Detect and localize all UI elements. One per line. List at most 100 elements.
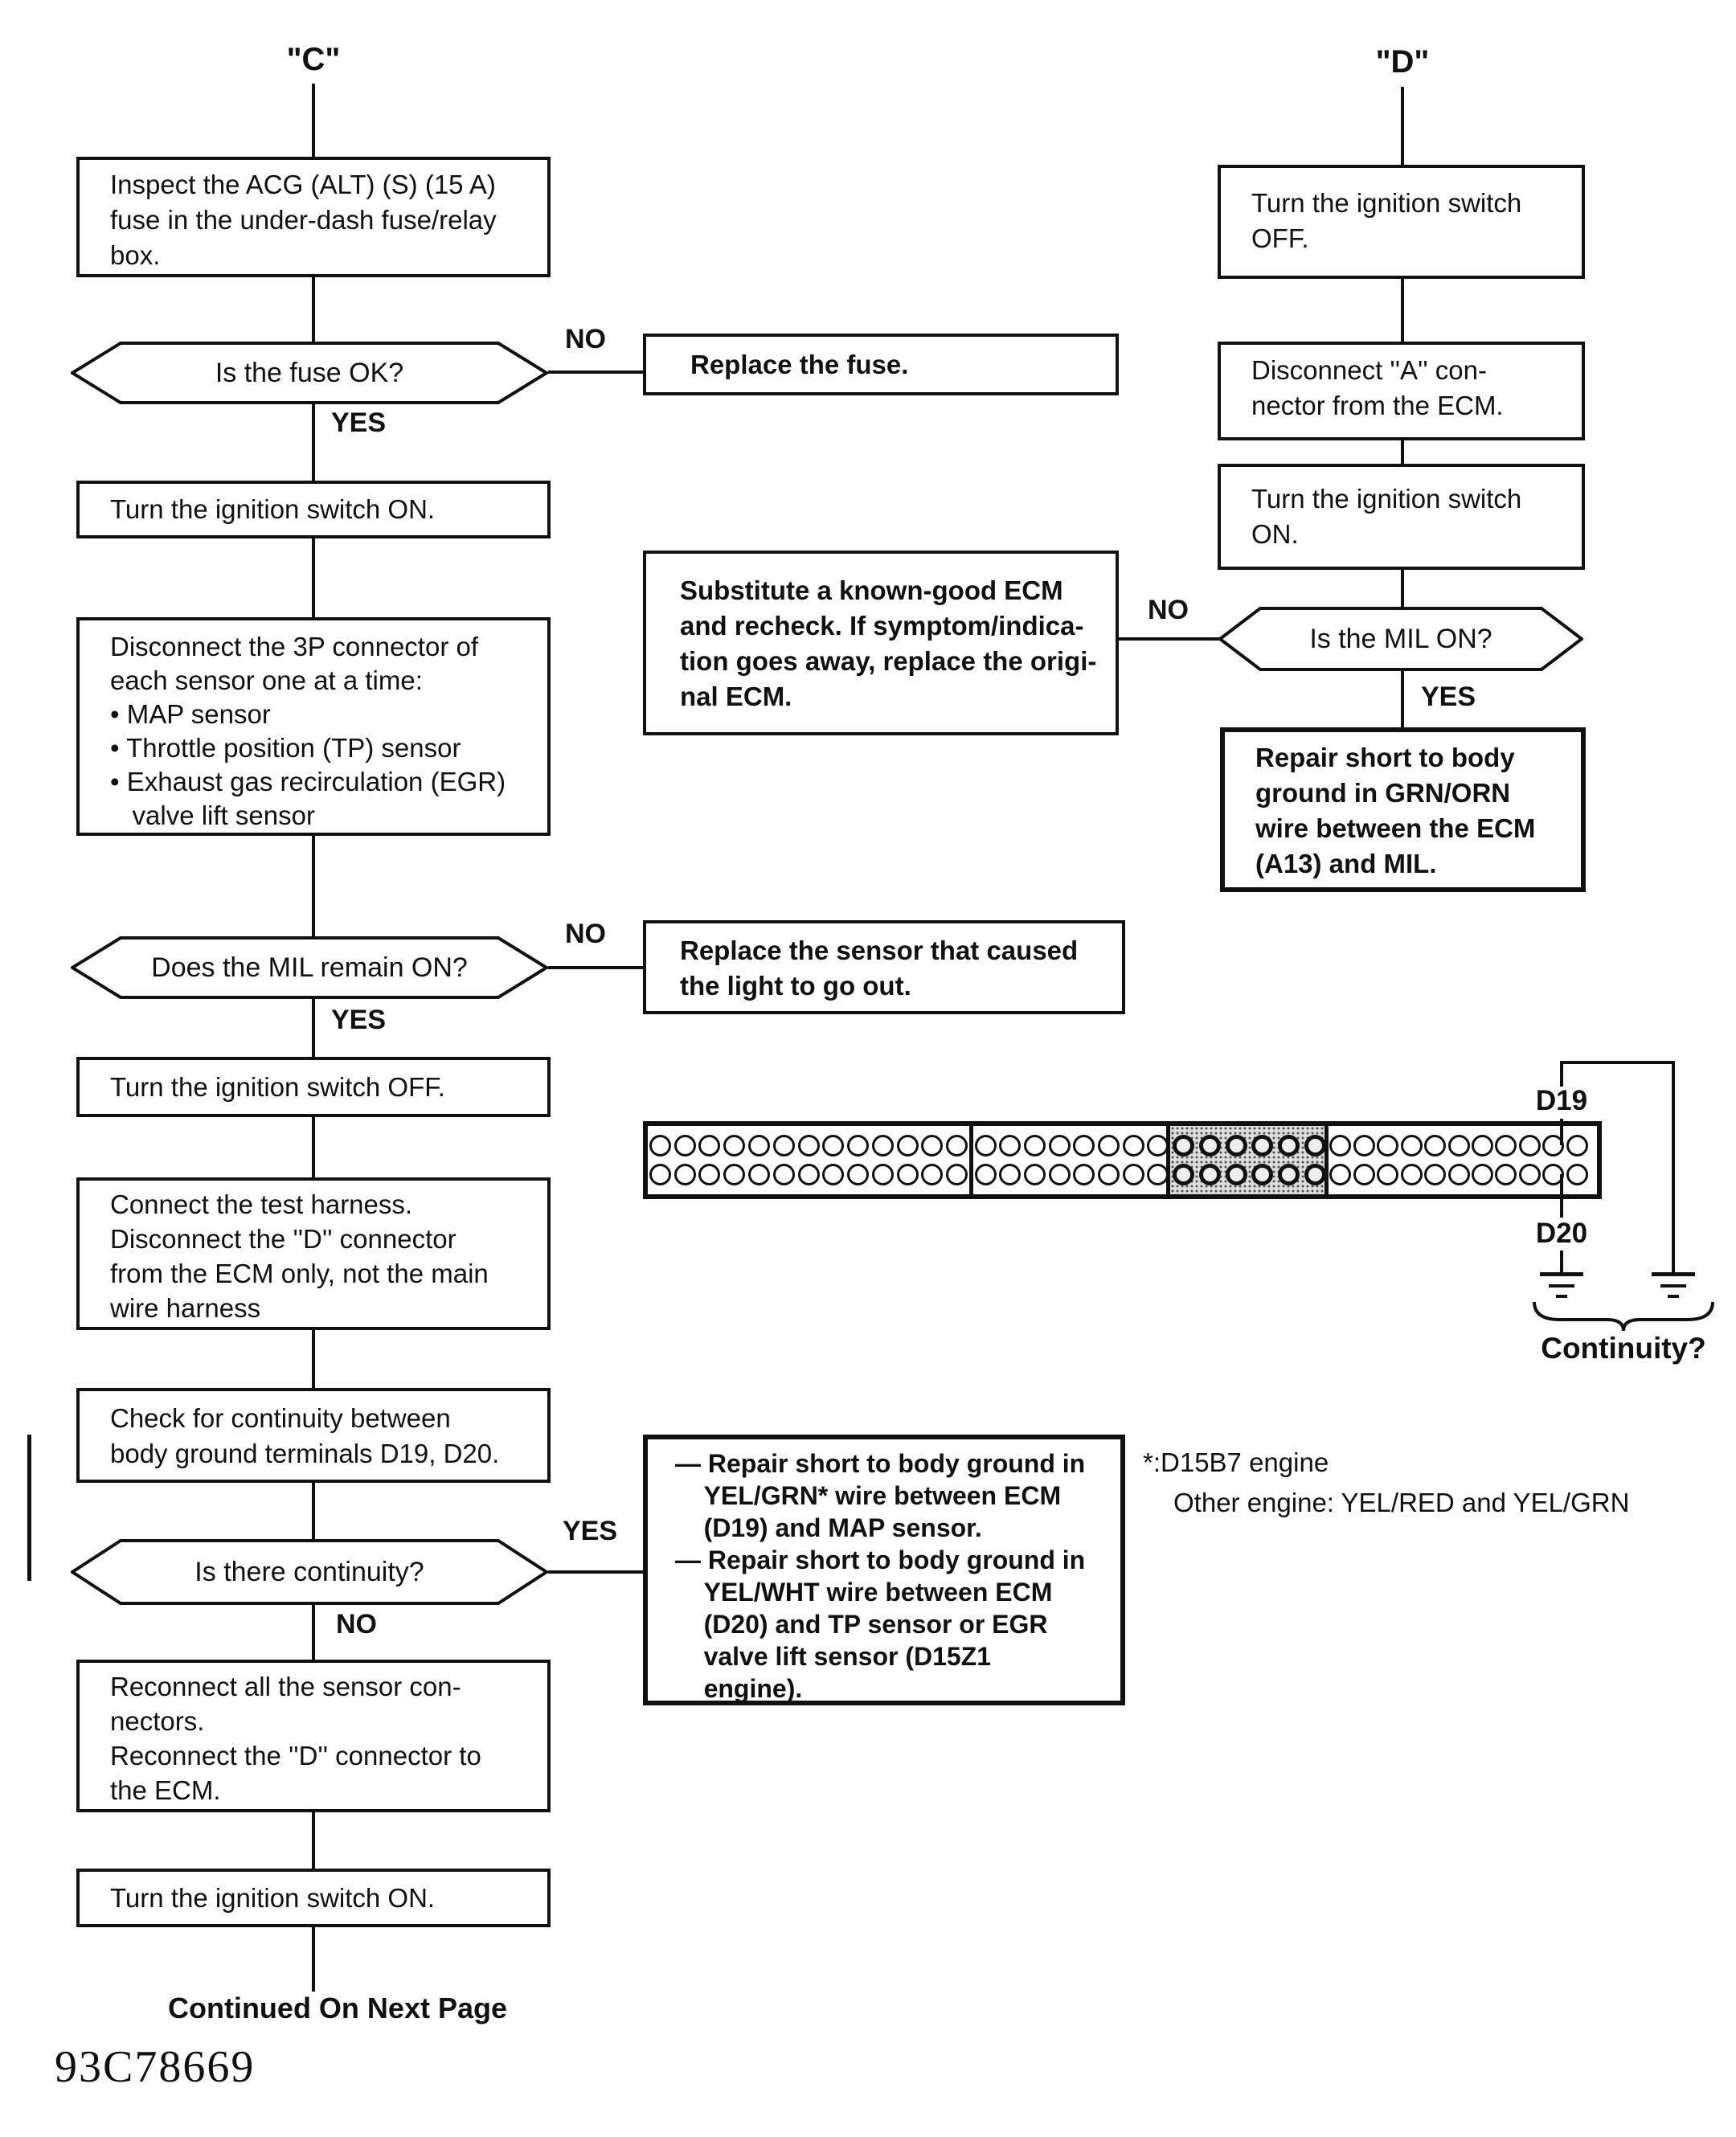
d19-wire bbox=[1560, 1119, 1563, 1145]
step-disconnect-a: Disconnect ''A'' con- nector from the EC… bbox=[1218, 342, 1585, 440]
branch-no-label: NO bbox=[565, 919, 606, 949]
branch-yes-label: YES bbox=[331, 1005, 387, 1035]
branch-yes-label: YES bbox=[331, 407, 387, 438]
connector-segment-highlighted bbox=[1166, 1126, 1327, 1194]
branch-yes-label: YES bbox=[1421, 682, 1476, 712]
connector-pin bbox=[1566, 1163, 1588, 1185]
connector-pin bbox=[896, 1134, 919, 1157]
connector-pin bbox=[1225, 1163, 1247, 1185]
flow-line bbox=[548, 370, 643, 374]
jumper-wire bbox=[1672, 1061, 1675, 1274]
connector-pin bbox=[723, 1163, 746, 1185]
flow-line bbox=[1401, 87, 1404, 165]
note-asterisk: *:D15B7 engine Other engine: YEL/RED and… bbox=[1143, 1447, 1630, 1517]
flow-line bbox=[1401, 671, 1404, 727]
connector-pin bbox=[1147, 1163, 1169, 1185]
connector-pin bbox=[822, 1134, 845, 1157]
connector-pin bbox=[1073, 1134, 1095, 1157]
step-ignition-off: Turn the ignition switch OFF. bbox=[76, 1057, 551, 1117]
flow-line bbox=[1119, 637, 1220, 641]
connector-pin bbox=[1304, 1134, 1327, 1157]
action-substitute-ecm: Substitute a known-good ECM and recheck.… bbox=[643, 551, 1119, 735]
decision-continuity: Is there continuity? bbox=[71, 1539, 548, 1605]
d19-wire bbox=[1560, 1062, 1563, 1087]
connector-pin bbox=[698, 1163, 721, 1185]
connector-pin bbox=[1400, 1134, 1423, 1157]
entry-label-c: ʺCʺ bbox=[286, 42, 341, 77]
hexagon-shape bbox=[1218, 607, 1583, 671]
connector-pin bbox=[921, 1163, 944, 1185]
flow-line bbox=[312, 1117, 315, 1177]
decision-mil-on: Is the MIL ON? bbox=[1218, 607, 1583, 671]
connector-pin bbox=[847, 1163, 870, 1185]
step-check-continuity: Check for continuity between body ground… bbox=[76, 1388, 551, 1483]
connector-pin bbox=[1377, 1163, 1399, 1185]
connector-pin bbox=[1225, 1134, 1247, 1157]
branch-no-label: NO bbox=[565, 324, 606, 354]
decision-label: Is the MIL ON? bbox=[1309, 623, 1492, 654]
connector-pin bbox=[1377, 1134, 1399, 1157]
flow-line bbox=[1401, 570, 1404, 607]
flow-line bbox=[312, 1812, 315, 1869]
connector-pin bbox=[1278, 1134, 1300, 1157]
connector-pin bbox=[974, 1134, 997, 1157]
flow-line bbox=[312, 1330, 315, 1388]
connector-pin bbox=[772, 1163, 795, 1185]
step-d-ignition-on: Turn the ignition switch ON. bbox=[1218, 464, 1585, 570]
flow-line bbox=[548, 966, 643, 969]
connector-pin bbox=[1424, 1134, 1447, 1157]
branch-no-label: NO bbox=[1148, 595, 1189, 625]
connector-pin bbox=[999, 1163, 1022, 1185]
d19-label: D19 bbox=[1535, 1085, 1588, 1116]
connector-segment bbox=[1325, 1126, 1588, 1194]
connector-pin bbox=[1329, 1134, 1352, 1157]
d20-wire bbox=[1560, 1174, 1563, 1218]
connector-pin bbox=[847, 1134, 870, 1157]
connector-pin bbox=[1495, 1163, 1517, 1185]
connector-pin bbox=[1329, 1163, 1352, 1185]
flow-line bbox=[548, 1570, 643, 1574]
branch-yes-label: YES bbox=[563, 1516, 618, 1546]
connector-pin bbox=[871, 1163, 894, 1185]
connector-pin bbox=[974, 1163, 997, 1185]
connector-pin bbox=[822, 1163, 845, 1185]
connector-pin bbox=[1304, 1163, 1327, 1185]
connector-pin bbox=[946, 1163, 968, 1185]
d20-label: D20 bbox=[1535, 1218, 1588, 1249]
connector-segment bbox=[969, 1126, 1169, 1194]
connector-pin bbox=[1447, 1163, 1470, 1185]
connector-segment bbox=[648, 1126, 969, 1194]
connector-pin bbox=[1024, 1134, 1046, 1157]
flow-line bbox=[312, 404, 315, 481]
connector-pin bbox=[772, 1134, 795, 1157]
flow-line bbox=[312, 1927, 315, 1992]
connector-pin bbox=[1122, 1134, 1144, 1157]
flow-line bbox=[312, 538, 315, 617]
connector-pin bbox=[946, 1134, 968, 1157]
step-disconnect-3p: Disconnect the 3P connector of each sens… bbox=[76, 617, 551, 836]
connector-pin bbox=[1400, 1163, 1423, 1185]
decision-label: Is there continuity? bbox=[194, 1556, 424, 1587]
hexagon-shape bbox=[71, 936, 548, 999]
flow-line bbox=[312, 999, 315, 1057]
step-connect-harness: Connect the test harness. Disconnect the… bbox=[76, 1177, 551, 1330]
flow-line bbox=[1401, 440, 1404, 464]
connector-pin bbox=[921, 1134, 944, 1157]
brace-shape bbox=[1533, 1301, 1714, 1332]
connector-pin bbox=[1198, 1134, 1221, 1157]
connector-pin bbox=[723, 1134, 746, 1157]
connector-pin bbox=[649, 1134, 671, 1157]
connector-pin bbox=[1172, 1163, 1194, 1185]
entry-label-d: ʺDʺ bbox=[1375, 44, 1430, 80]
decision-mil-remain: Does the MIL remain ON? bbox=[71, 936, 548, 999]
connector-pin bbox=[1518, 1163, 1541, 1185]
margin-change-bar bbox=[27, 1435, 31, 1581]
connector-pin bbox=[1353, 1134, 1375, 1157]
connector-pin bbox=[1278, 1163, 1300, 1185]
flow-line bbox=[1401, 279, 1404, 342]
connector-pin bbox=[1147, 1134, 1169, 1157]
step-reconnect: Reconnect all the sensor con- nectors. R… bbox=[76, 1660, 551, 1812]
decision-label: Does the MIL remain ON? bbox=[151, 952, 468, 983]
hexagon-shape bbox=[71, 342, 548, 404]
